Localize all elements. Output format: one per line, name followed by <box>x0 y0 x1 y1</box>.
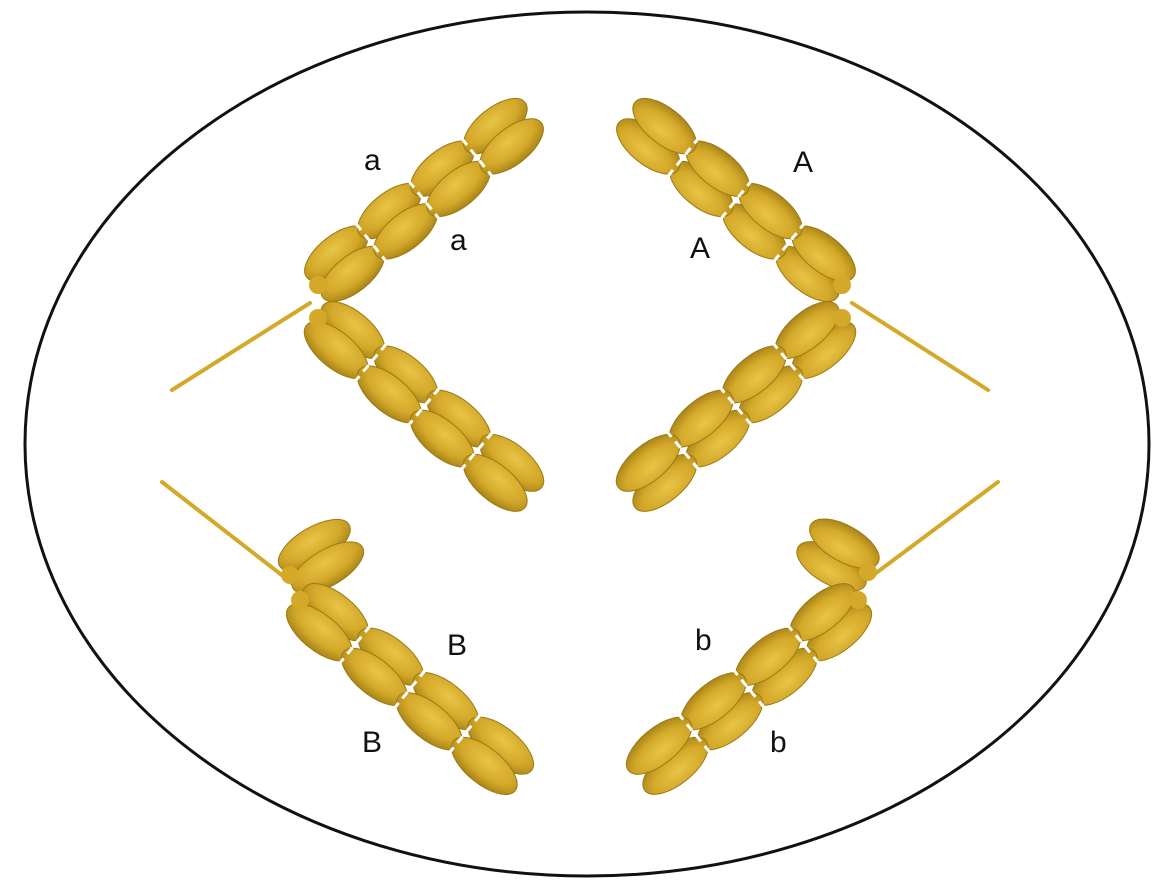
chromatid-segment <box>809 518 880 569</box>
label-A-inner: A <box>690 232 710 265</box>
allele-labels: a a A A B B b b <box>362 144 813 759</box>
label-B-outer: B <box>447 629 467 662</box>
chromatid-band <box>718 385 754 428</box>
centromere <box>281 566 299 584</box>
spindle-fiber-A <box>850 301 990 392</box>
label-b-inner: b <box>770 726 787 759</box>
label-a-outer: a <box>364 144 381 177</box>
centromere <box>849 591 867 609</box>
chromatid-band <box>459 429 495 472</box>
chromosome-A-arm-lower <box>615 301 857 512</box>
centromere <box>833 309 851 327</box>
chromosome-B-arm-short <box>277 518 365 595</box>
chromatid-band <box>665 429 701 472</box>
chromosome-a-arm-lower <box>303 301 545 512</box>
chromatid-band <box>447 712 483 755</box>
chromatid-band <box>459 136 495 179</box>
chromosome-B-arm-long <box>285 583 535 795</box>
chromatid-band <box>406 385 442 428</box>
centromere <box>291 591 309 609</box>
chromatid-segment <box>632 97 697 155</box>
chromatid-band <box>406 178 442 222</box>
chromatid-segment <box>625 716 693 775</box>
chromatid-band <box>392 667 428 711</box>
chromosome-b-arm-long <box>625 583 873 795</box>
centromere <box>309 309 327 327</box>
label-B-inner: B <box>362 726 382 759</box>
chromatid-band <box>718 178 754 222</box>
chromatid-segment <box>615 434 681 492</box>
centromere <box>859 563 877 581</box>
spindle-fiber-a <box>170 301 312 392</box>
chromosome-A-arm-upper <box>616 97 856 303</box>
chromatid-band <box>731 667 767 711</box>
centromere <box>309 276 327 294</box>
cell-membrane <box>23 10 1151 878</box>
chromosome-b-arm-short <box>796 518 880 592</box>
chromatid-segment <box>479 118 544 175</box>
label-A-outer: A <box>793 146 813 179</box>
spindle-fibers <box>160 301 1000 585</box>
chromatid-segment <box>450 736 518 795</box>
chromatid-band <box>337 623 373 666</box>
spindle-fiber-b <box>866 480 1000 581</box>
chromatid-band <box>665 136 701 179</box>
label-b-outer: b <box>695 624 712 657</box>
chromatid-band <box>771 341 807 384</box>
spindle-fiber-B <box>160 480 294 585</box>
chromatid-band <box>771 221 807 264</box>
chromosomes <box>277 97 880 795</box>
chromatid-band <box>353 221 389 264</box>
chromosome-a-arm-upper <box>304 97 544 303</box>
chromatid-band <box>353 341 389 384</box>
chromatid-segment <box>291 541 365 595</box>
label-a-inner: a <box>450 224 467 257</box>
chromatid-segment <box>462 454 528 512</box>
centromere <box>833 276 851 294</box>
chromatid-band <box>785 623 822 666</box>
chromatid-band <box>676 712 713 755</box>
